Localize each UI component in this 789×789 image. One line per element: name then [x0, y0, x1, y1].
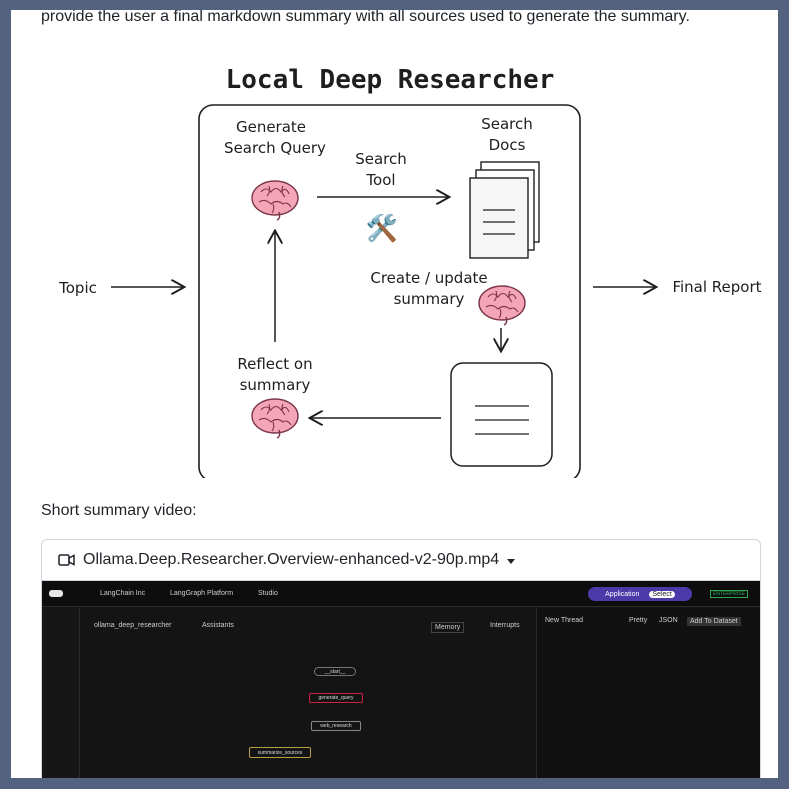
agent-box	[198, 104, 581, 478]
brain-icon	[251, 398, 299, 439]
generate-query-label-2: Search Query	[224, 139, 326, 157]
reflect-label-2: summary	[240, 376, 311, 394]
breadcrumb-2: LangGraph Platform	[170, 590, 234, 597]
graph-select: ollama_deep_researcher	[94, 622, 172, 629]
chevron-down-icon[interactable]	[507, 558, 516, 564]
interrupts-button: Interrupts	[490, 622, 520, 629]
langsmith-logo	[49, 590, 63, 597]
assistants-select: Assistants	[202, 622, 234, 629]
brain-icon	[478, 285, 526, 326]
documents-icon	[469, 161, 540, 259]
generate-query-label-1: Generate	[236, 118, 306, 136]
readme-page: provide the user a final markdown summar…	[11, 10, 778, 778]
enterprise-badge: ENTERPRISE	[710, 590, 748, 598]
topic-label: Topic	[58, 279, 97, 297]
final-report-label: Final Report	[672, 278, 761, 296]
video-frame[interactable]: LangChain Inc LangGraph Platform Studio …	[42, 581, 760, 778]
add-dataset-button: Add To Dataset	[687, 617, 741, 626]
create-update-label-2: summary	[394, 290, 465, 308]
brain-icon	[251, 180, 299, 221]
summary-document	[450, 362, 553, 467]
graph-node-web-research: web_research	[311, 721, 361, 731]
memory-button: Memory	[431, 622, 465, 633]
search-tool-label-2: Tool	[365, 171, 395, 189]
application-toggle: Application Select	[588, 587, 692, 601]
video-label: Short summary video:	[41, 502, 197, 519]
breadcrumb-3: Studio	[258, 590, 278, 597]
create-update-label-1: Create / update	[370, 269, 487, 287]
search-docs-label-1: Search	[481, 115, 533, 133]
architecture-diagram: Local Deep Researcher Generate Search Qu…	[58, 65, 762, 478]
graph-node-summarize: summarize_sources	[249, 747, 311, 758]
video-camera-icon	[58, 554, 75, 566]
video-player[interactable]: Ollama.Deep.Researcher.Overview-enhanced…	[41, 539, 761, 778]
intro-text: provide the user a final markdown summar…	[41, 10, 690, 25]
pretty-tab: Pretty	[629, 617, 648, 624]
graph-node-start: __start__	[314, 667, 356, 676]
search-tool-label-1: Search	[355, 150, 407, 168]
studio-topbar: LangChain Inc LangGraph Platform Studio …	[42, 581, 760, 607]
studio-sidebar	[42, 608, 80, 778]
reflect-label-1: Reflect on	[237, 355, 312, 373]
video-filename: Ollama.Deep.Researcher.Overview-enhanced…	[83, 551, 500, 568]
breadcrumb-1: LangChain Inc	[100, 590, 146, 597]
diagram-title: Local Deep Researcher	[226, 65, 555, 95]
graph-node-generate-query: generate_query	[309, 693, 363, 703]
json-tab: JSON	[659, 617, 678, 624]
new-thread-label: New Thread	[545, 617, 584, 624]
tool-icon: 🛠️	[366, 212, 398, 244]
thread-panel: New Thread Pretty JSON Add To Dataset	[536, 608, 760, 778]
search-docs-label-2: Docs	[489, 136, 526, 154]
video-header[interactable]: Ollama.Deep.Researcher.Overview-enhanced…	[42, 540, 760, 581]
